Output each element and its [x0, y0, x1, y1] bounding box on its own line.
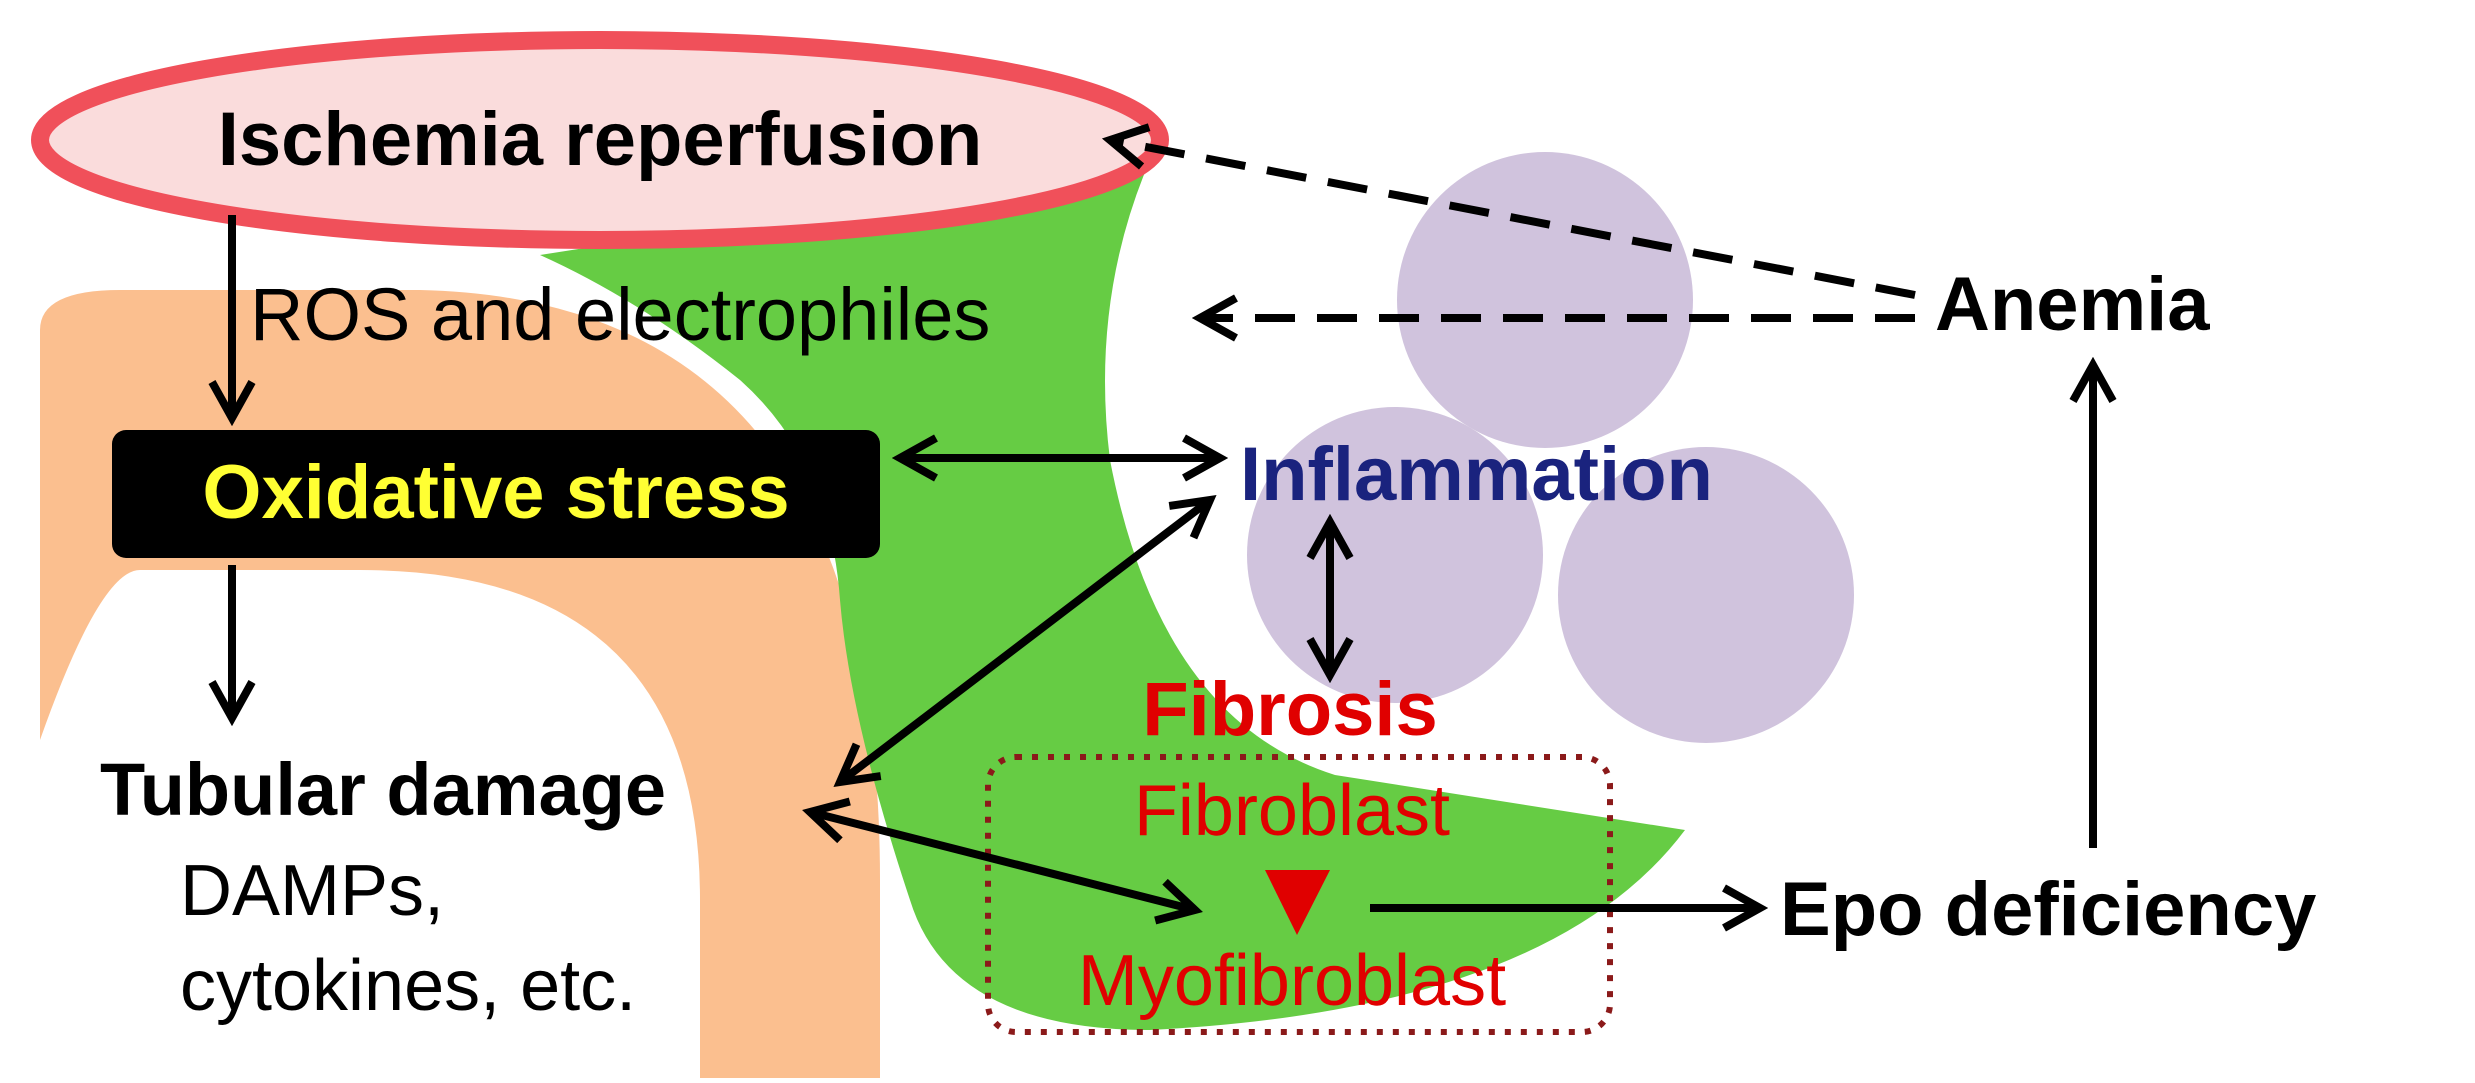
epo-label: Epo deficiency	[1780, 867, 2316, 952]
inflammation-label: Inflammation	[1240, 432, 1713, 517]
fibroblast-label: Fibroblast	[1134, 771, 1450, 851]
arrow-anemia-to-ischemia	[1110, 140, 1916, 299]
tubular-label: Tubular damage	[100, 748, 666, 831]
anemia-label: Anemia	[1935, 262, 2210, 347]
ischemia-ellipse	[31, 31, 1169, 249]
cytokines-label: cytokines, etc.	[180, 946, 636, 1026]
damps-label: DAMPs,	[180, 851, 444, 931]
ros-label: ROS and electrophiles	[250, 273, 990, 356]
transition-triangle-icon	[1265, 870, 1330, 935]
ischemia-label: Ischemia reperfusion	[218, 97, 983, 182]
cell-circle	[1558, 447, 1854, 743]
arrow-tubular-inflammation	[840, 500, 1210, 782]
fibrosis-label: Fibrosis	[1142, 667, 1438, 752]
oxidative-label: Oxidative stress	[202, 450, 789, 535]
cell-circle	[1397, 152, 1693, 448]
arrow-tubular-myofibroblast	[810, 812, 1195, 910]
fibrosis-box	[985, 754, 1613, 1035]
oxidative-box	[112, 430, 880, 558]
myofibroblast-label: Myofibroblast	[1078, 941, 1506, 1021]
arrows	[232, 140, 2093, 910]
